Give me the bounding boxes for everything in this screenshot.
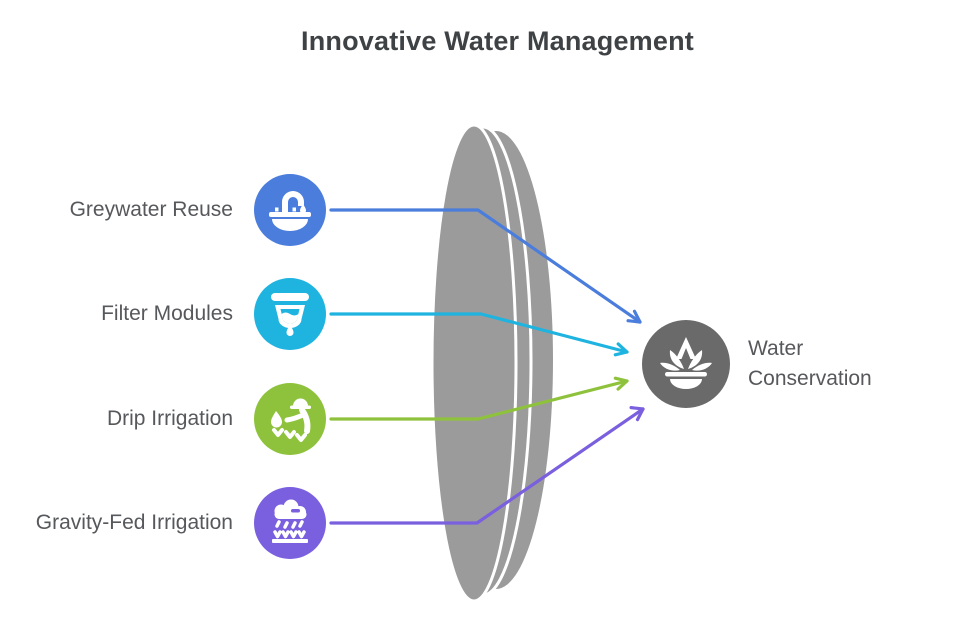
lens-shape — [430, 123, 553, 603]
arrowhead-drip — [613, 376, 629, 391]
connectors — [329, 208, 645, 525]
icon-badge-drip — [254, 383, 326, 455]
label-water-conservation: Water Conservation — [748, 336, 872, 390]
greywater-circle — [254, 174, 326, 246]
arrowhead-greywater — [626, 309, 642, 324]
water-conservation-circle — [642, 320, 730, 408]
lotus-icon — [660, 337, 712, 389]
icon-badge-filter — [254, 278, 326, 350]
arrowhead-gravity — [629, 406, 645, 422]
page-title: Innovative Water Management — [301, 26, 694, 56]
farmer-watering-icon — [271, 398, 311, 442]
arrowhead-filter — [613, 342, 629, 357]
gravity-circle — [254, 487, 326, 559]
label-greywater-reuse: Greywater Reuse — [69, 197, 233, 221]
sink-faucet-icon — [269, 191, 311, 231]
label-filter-modules: Filter Modules — [101, 301, 233, 325]
label-gravity-fed-irrigation: Gravity-Fed Irrigation — [35, 510, 233, 534]
connector-greywater — [329, 208, 642, 324]
icon-badge-greywater — [254, 174, 326, 246]
connector-filter — [329, 312, 629, 354]
icon-badge-gravity — [254, 487, 326, 559]
tank-drops-crops-icon — [272, 499, 308, 543]
lens-front-disc — [430, 123, 518, 603]
connector-gravity — [329, 407, 645, 525]
label-drip-irrigation: Drip Irrigation — [106, 406, 233, 430]
node-water-conservation — [642, 320, 730, 408]
connector-drip — [329, 379, 629, 421]
water-filter-icon — [271, 293, 309, 336]
